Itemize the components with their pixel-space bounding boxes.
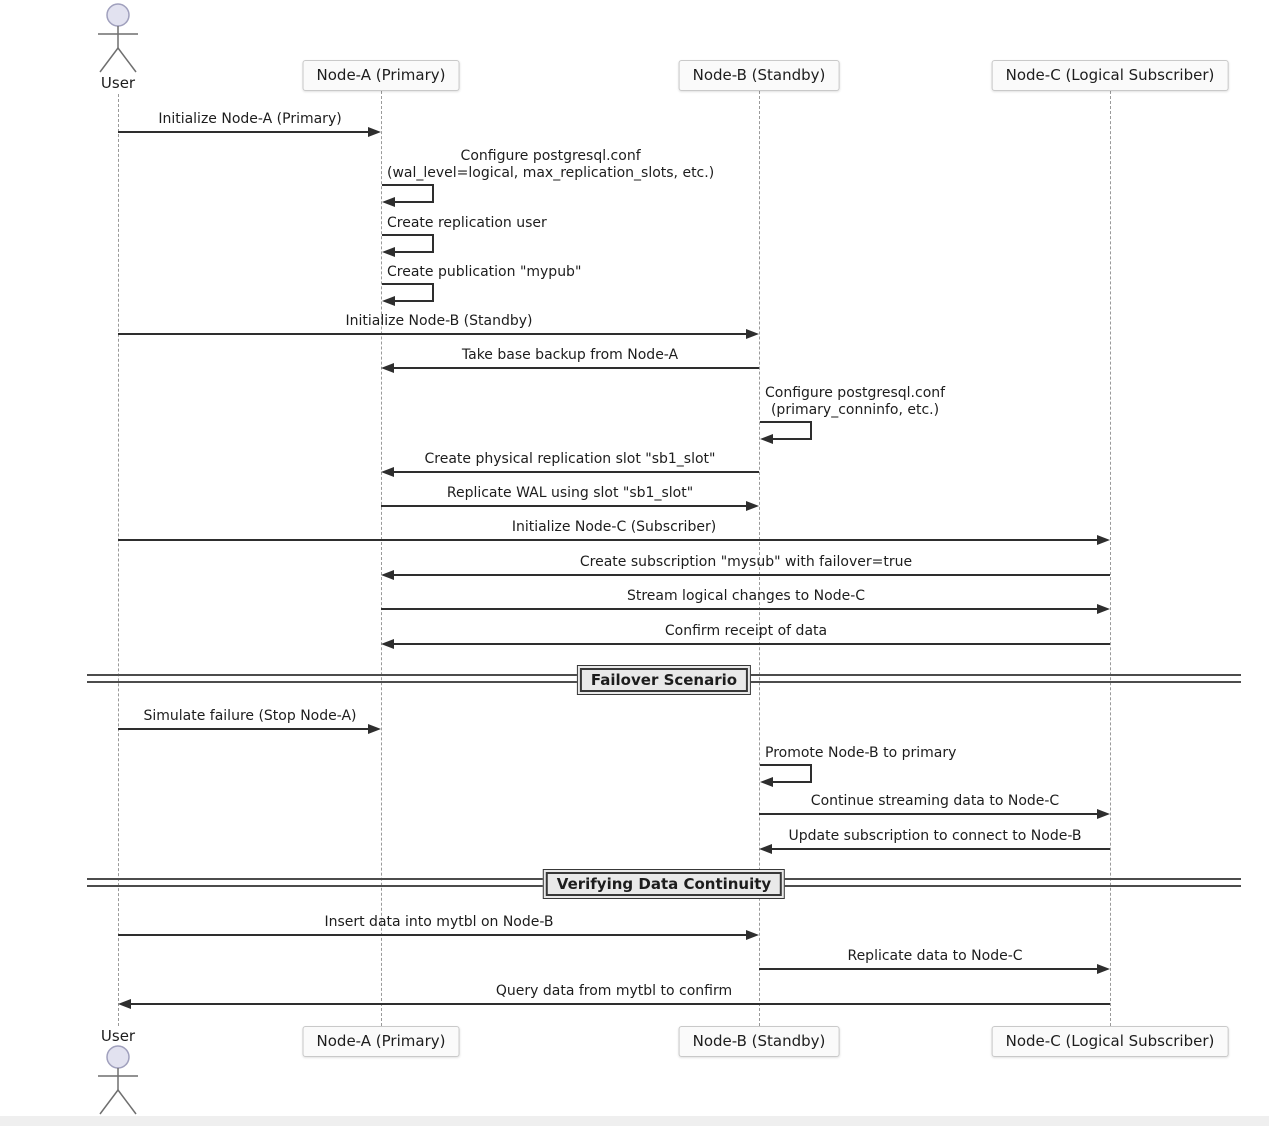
divider-label: Verifying Data Continuity <box>545 872 783 896</box>
page-bottom-strip <box>0 1116 1269 1126</box>
message-label: Initialize Node-A (Primary) <box>158 111 342 127</box>
self-message-line <box>810 421 812 438</box>
message-line <box>118 333 756 335</box>
message-label: Stream logical changes to Node-C <box>626 588 866 604</box>
participant-box-bottom-node-b: Node-B (Standby) <box>678 1026 840 1057</box>
message-label: Promote Node-B to primary <box>765 745 957 761</box>
self-message-line <box>393 251 434 253</box>
message-line <box>118 728 378 730</box>
user-actor-icon <box>94 1044 142 1120</box>
message-label: Initialize Node-B (Standby) <box>345 313 533 329</box>
self-message-line <box>393 300 434 302</box>
arrowhead-left-icon <box>381 363 394 373</box>
arrowhead-right-icon <box>1097 809 1110 819</box>
self-message-line <box>432 234 434 251</box>
arrowhead-right-icon <box>746 930 759 940</box>
message-label: Initialize Node-C (Subscriber) <box>511 519 717 535</box>
message-label: Confirm receipt of data <box>664 623 828 639</box>
arrowhead-left-icon <box>382 197 395 207</box>
message-label: Configure postgresql.conf (primary_conni… <box>765 385 946 418</box>
self-message-line <box>432 184 434 201</box>
participant-box-bottom-node-a: Node-A (Primary) <box>302 1026 460 1057</box>
message-label: Update subscription to connect to Node-B <box>788 828 1082 844</box>
self-message-line <box>760 421 812 423</box>
lifeline-user <box>118 94 119 1026</box>
user-actor-icon <box>94 2 142 78</box>
arrowhead-left-icon <box>118 999 131 1009</box>
message-line <box>381 608 1107 610</box>
self-message-line <box>393 201 434 203</box>
arrowhead-left-icon <box>759 844 772 854</box>
message-label: Create replication user <box>387 215 547 231</box>
self-message-line <box>382 184 434 186</box>
message-label: Replicate WAL using slot "sb1_slot" <box>446 485 694 501</box>
participant-label-top-user: User <box>100 74 136 92</box>
message-line <box>118 131 378 133</box>
message-label: Create subscription "mysub" with failove… <box>579 554 913 570</box>
participant-label-bottom-user: User <box>100 1027 136 1045</box>
message-line <box>118 539 1107 541</box>
message-line <box>118 934 756 936</box>
lifeline-node-b <box>759 91 760 1026</box>
participant-box-top-node-a: Node-A (Primary) <box>302 60 460 91</box>
arrowhead-right-icon <box>1097 535 1110 545</box>
lifeline-node-a <box>381 91 382 1026</box>
self-message-line <box>382 234 434 236</box>
arrowhead-left-icon <box>381 639 394 649</box>
self-message-line <box>382 283 434 285</box>
divider-label-box: Failover Scenario <box>576 665 752 695</box>
message-line <box>381 505 756 507</box>
message-label: Create physical replication slot "sb1_sl… <box>424 451 716 467</box>
arrowhead-left-icon <box>760 434 773 444</box>
message-label: Configure postgresql.conf (wal_level=log… <box>387 148 715 181</box>
divider-label-box: Verifying Data Continuity <box>542 869 786 899</box>
self-message-line <box>771 781 812 783</box>
participant-box-top-node-b: Node-B (Standby) <box>678 60 840 91</box>
participant-box-top-node-c: Node-C (Logical Subscriber) <box>991 60 1229 91</box>
self-message-line <box>432 283 434 300</box>
arrowhead-left-icon <box>760 777 773 787</box>
message-line <box>384 471 759 473</box>
self-message-line <box>760 764 812 766</box>
arrowhead-right-icon <box>746 501 759 511</box>
arrowhead-left-icon <box>381 467 394 477</box>
message-line <box>762 848 1110 850</box>
self-message-line <box>810 764 812 781</box>
participant-box-bottom-node-c: Node-C (Logical Subscriber) <box>991 1026 1229 1057</box>
self-message-line <box>771 438 812 440</box>
lifeline-node-c <box>1110 91 1111 1026</box>
message-line <box>121 1003 1110 1005</box>
arrowhead-left-icon <box>382 296 395 306</box>
message-line <box>384 643 1110 645</box>
arrowhead-right-icon <box>368 724 381 734</box>
message-line <box>759 813 1107 815</box>
message-label: Query data from mytbl to confirm <box>495 983 733 999</box>
divider-label: Failover Scenario <box>579 668 749 692</box>
message-line <box>384 574 1110 576</box>
message-label: Simulate failure (Stop Node-A) <box>143 708 357 724</box>
arrowhead-right-icon <box>1097 604 1110 614</box>
message-label: Continue streaming data to Node-C <box>810 793 1060 809</box>
message-line <box>384 367 759 369</box>
message-label: Replicate data to Node-C <box>847 948 1023 964</box>
message-label: Take base backup from Node-A <box>461 347 679 363</box>
arrowhead-left-icon <box>382 247 395 257</box>
message-label: Insert data into mytbl on Node-B <box>324 914 554 930</box>
arrowhead-left-icon <box>381 570 394 580</box>
message-line <box>759 968 1107 970</box>
arrowhead-right-icon <box>368 127 381 137</box>
message-label: Create publication "mypub" <box>387 264 582 280</box>
arrowhead-right-icon <box>1097 964 1110 974</box>
arrowhead-right-icon <box>746 329 759 339</box>
